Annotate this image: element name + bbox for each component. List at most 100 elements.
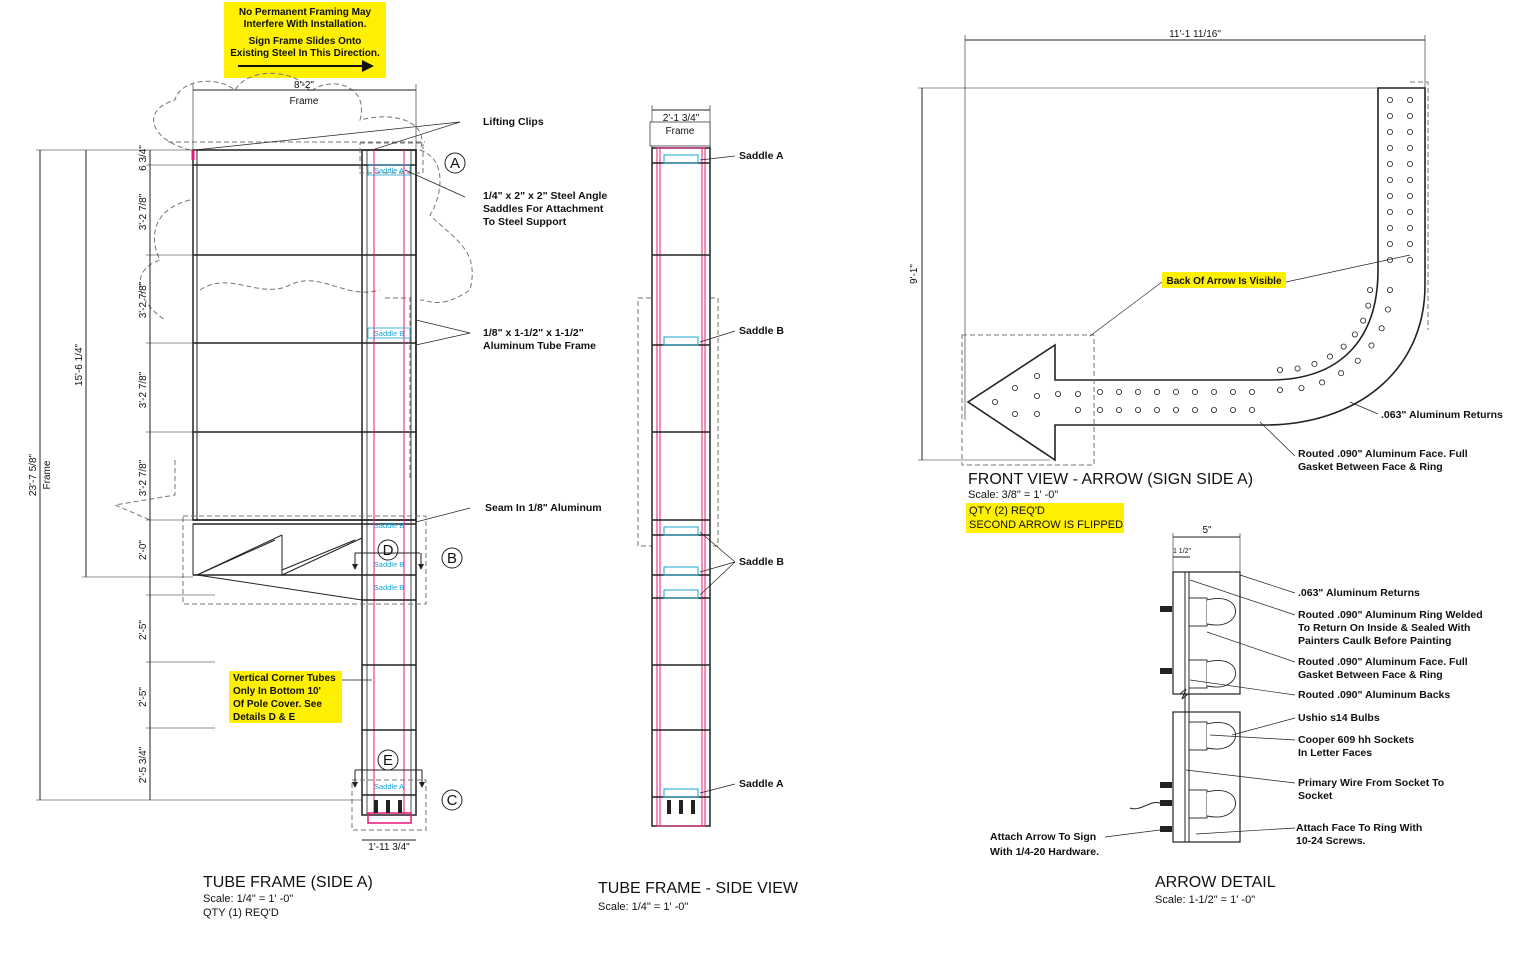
segment-dimension-2: 3'-2 7/8" xyxy=(138,193,149,230)
arrow-face-label-2: Gasket Between Face & Ring xyxy=(1298,461,1443,473)
bulb-hole xyxy=(992,398,999,405)
detail-d-letter: D xyxy=(383,542,394,559)
arrow-shape xyxy=(966,87,1426,462)
side-view-scale: Scale: 1/4" = 1' -0" xyxy=(598,901,688,913)
bulb-hole xyxy=(1294,365,1301,372)
detail-note-ring-2: To Return On Inside & Sealed With xyxy=(1298,622,1470,634)
bulb-hole xyxy=(1407,128,1414,135)
detail-a-letter: A xyxy=(450,155,460,172)
bulb-hole xyxy=(1075,390,1082,397)
saddle-b-tag-2: Saddle B xyxy=(374,521,404,530)
arrow-detail-title: ARROW DETAIL xyxy=(1155,874,1276,891)
installation-note: No Permanent Framing May Interfere With … xyxy=(224,2,386,78)
bulb-hole xyxy=(1384,306,1391,313)
saddle-b-tag-3: Saddle B xyxy=(374,560,404,569)
segment-dimension-6: 2'-0" xyxy=(138,540,149,560)
arrow-front-title: FRONT VIEW - ARROW (SIGN SIDE A) xyxy=(968,471,1253,488)
bulb-hole xyxy=(1012,384,1019,391)
detail-e-letter: E xyxy=(383,752,393,769)
saddle-callout-line-1: 1/4" x 2" x 2" Steel Angle xyxy=(483,190,607,202)
bulb-hole xyxy=(1387,160,1394,167)
bulb-hole xyxy=(1055,390,1062,397)
side-view-depth-subtext: Frame xyxy=(666,126,695,137)
bulb-hole xyxy=(1034,372,1041,379)
detail-note-wire-1: Primary Wire From Socket To xyxy=(1298,777,1444,789)
saddle-a-tag-top: Saddle A xyxy=(374,166,404,175)
bulb-hole xyxy=(1387,192,1394,199)
bulb-hole xyxy=(1407,192,1414,199)
bulb-hole xyxy=(1365,302,1372,309)
bulb-hole xyxy=(1034,392,1041,399)
arrow-width-dimension: 11'-1 11/16" xyxy=(1169,29,1221,40)
overall-height-subtext: Frame xyxy=(42,460,53,489)
bulb-hole xyxy=(1387,224,1394,231)
bulb-hole xyxy=(1173,388,1180,395)
side-view-title: TUBE FRAME - SIDE VIEW xyxy=(598,880,799,897)
bulb-hole xyxy=(1277,386,1284,393)
detail-note-screws-2: 10-24 Screws. xyxy=(1296,835,1366,847)
bulb-hole xyxy=(1116,406,1123,413)
bulb-hole xyxy=(1154,406,1161,413)
arrow-qty: QTY (2) REQ'D xyxy=(969,505,1045,517)
bulb-hole xyxy=(1354,357,1361,364)
segment-dimension-9: 2'-5 3/4" xyxy=(138,746,149,783)
vertical-note-line-4: Details D & E xyxy=(233,712,296,723)
bulb-hole xyxy=(1211,388,1218,395)
upper-height-dimension: 15'-6 1/4" xyxy=(74,343,85,386)
arrow-height-dimension: 9'-1" xyxy=(909,264,920,284)
detail-c-letter: C xyxy=(447,792,458,809)
detail-note-face-1: Routed .090" Aluminum Face. Full xyxy=(1298,656,1468,668)
segment-dimension-1: 6 3/4" xyxy=(138,145,149,171)
detail-note-sockets-1: Cooper 609 hh Sockets xyxy=(1298,734,1414,746)
tube-callout-line-2: Aluminum Tube Frame xyxy=(483,340,596,352)
bulb-hole xyxy=(1407,97,1414,104)
detail-note-attach-1: Attach Arrow To Sign xyxy=(990,831,1096,843)
detail-width-dimension: 5" xyxy=(1202,525,1212,536)
bulb-hole xyxy=(1387,113,1394,120)
back-of-arrow-note: Back Of Arrow Is Visible xyxy=(1166,276,1281,287)
bulb-hole xyxy=(1135,406,1142,413)
direction-arrow-icon xyxy=(362,60,374,72)
bulb-hole xyxy=(1173,406,1180,413)
mounting-hardware xyxy=(1160,606,1172,832)
note-line-4: Existing Steel In This Direction. xyxy=(230,48,380,59)
bulb-hole xyxy=(1407,176,1414,183)
segment-dimension-8: 2'-5" xyxy=(138,687,149,707)
segment-dimension-3: 3'-2 7/8" xyxy=(138,281,149,318)
detail-small-dimension: 1 1/2" xyxy=(1173,548,1192,555)
bulb-hole xyxy=(1407,240,1414,247)
bulb-hole xyxy=(1230,388,1237,395)
bulb-hole xyxy=(1407,224,1414,231)
vertical-tubes-note xyxy=(229,671,342,723)
bulb-hole xyxy=(1387,128,1394,135)
bulb-hole xyxy=(1277,366,1284,373)
bulb-hole xyxy=(1154,388,1161,395)
vertical-note-line-2: Only In Bottom 10' xyxy=(233,686,321,697)
bulb-hole xyxy=(1387,144,1394,151)
bulb-holes xyxy=(992,97,1414,417)
arrow-flip-note: SECOND ARROW IS FLIPPED xyxy=(969,519,1123,531)
side-saddle-a-bottom-label: Saddle A xyxy=(739,778,784,790)
note-line-1: No Permanent Framing May xyxy=(239,7,372,18)
detail-note-backs: Routed .090" Aluminum Backs xyxy=(1298,689,1450,701)
bulb-hole xyxy=(1387,208,1394,215)
detail-note-ring-1: Routed .090" Aluminum Ring Welded xyxy=(1298,609,1483,621)
detail-note-bulbs: Ushio s14 Bulbs xyxy=(1298,712,1380,724)
bulb-hole xyxy=(1211,406,1218,413)
bulb-hole xyxy=(1407,208,1414,215)
detail-note-ring-3: Painters Caulk Before Painting xyxy=(1298,635,1451,647)
overall-height-dimension: 23'-7 5/8" xyxy=(28,453,39,496)
arrow-detail-scale: Scale: 1-1/2" = 1' -0" xyxy=(1155,894,1255,906)
tube-frame-title: TUBE FRAME (SIDE A) xyxy=(203,874,373,891)
note-line-2: Interfere With Installation. xyxy=(244,19,367,30)
bulb-hole xyxy=(1311,360,1318,367)
bulb-hole xyxy=(1116,388,1123,395)
pole-width-dimension: 1'-11 3/4" xyxy=(368,842,410,853)
bulb-hole xyxy=(1387,97,1394,104)
bulb-hole xyxy=(1340,343,1347,350)
detail-b-bubble xyxy=(441,547,463,569)
detail-a-bubble xyxy=(444,152,466,174)
detail-b-letter: B xyxy=(447,550,457,567)
detail-note-wire-2: Socket xyxy=(1298,790,1333,802)
